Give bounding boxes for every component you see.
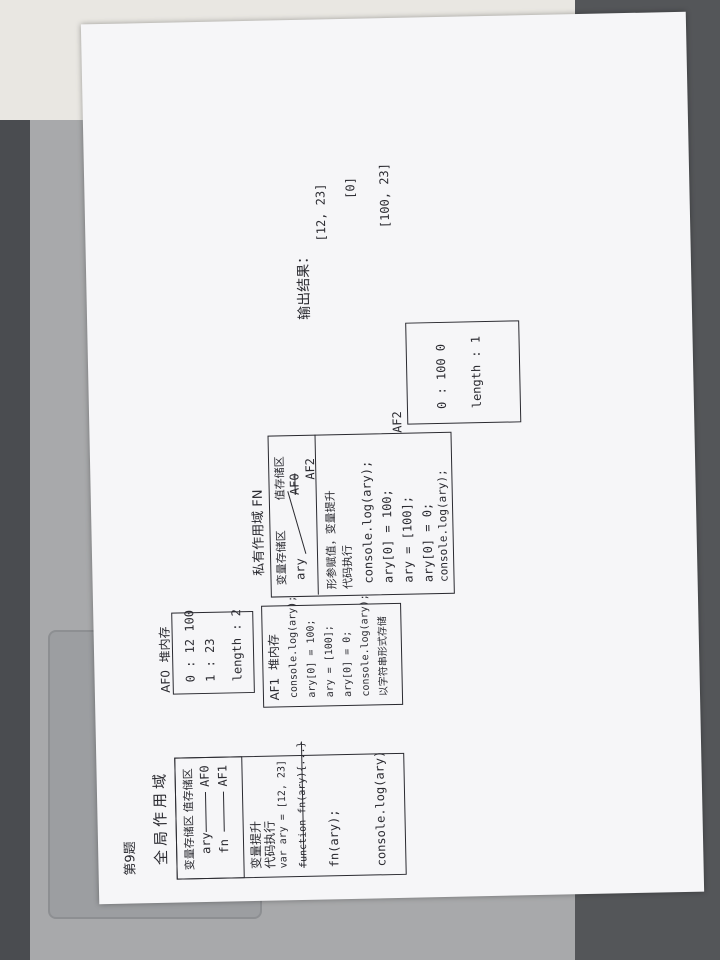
- heap-af0-entry0: 0 : 12 100: [182, 609, 198, 683]
- private-scope-heading: 私有作用域 FN: [250, 489, 268, 576]
- heap-af0-entry1: 1 : 23: [202, 638, 218, 683]
- private-param-label: 形参赋值，变量提升: [323, 490, 339, 590]
- heap-af2-entry0: 0 : 100 0: [433, 343, 449, 410]
- private-line-4: console.log(ary);: [435, 469, 451, 583]
- global-var-ary: ary: [198, 832, 214, 855]
- global-scope-heading: 全局作用域: [150, 769, 171, 866]
- heap-af2-box: [405, 320, 522, 425]
- heap-af1-line-2: ary = [100];: [323, 625, 336, 698]
- private-ref-af0: AF0: [287, 473, 302, 496]
- problem-title-text: 第9题: [122, 841, 139, 876]
- global-ref-af0: AF0: [197, 765, 212, 788]
- laptop-edge: [0, 120, 30, 960]
- paper-sheet: 第9题 全局作用域 变量存储区 值存储区 ary AF0 fn AF1 变量提升…: [80, 11, 705, 905]
- output-heading: 输出结果：: [295, 249, 314, 320]
- private-exec-label: 代码执行: [340, 544, 355, 590]
- global-var-area-label: 变量存储区: [182, 815, 197, 871]
- private-ref-af2: AF2: [302, 457, 318, 480]
- heap-af1-title: AF1 堆内存: [266, 633, 283, 701]
- global-line-call: fn(ary);: [326, 809, 342, 868]
- global-line-var-ary: var ary = [12, 23]: [276, 759, 290, 869]
- global-value-area-label: 值存储区: [181, 768, 196, 813]
- private-line-3: ary[0] = 0;: [419, 502, 436, 583]
- private-var-ary: ary: [293, 558, 308, 581]
- heap-af1-line-3: ary[0] = 0;: [341, 630, 354, 698]
- heap-af1-line-4: console.log(ary);: [358, 594, 372, 697]
- heap-af1-line-0: console.log(ary);: [286, 595, 301, 699]
- heap-af2-length: length : 1: [468, 335, 484, 409]
- private-line-0: console.log(ary);: [359, 460, 376, 584]
- problem-title: 第9题: [123, 841, 140, 876]
- global-line-log: console.log(ary): [372, 750, 389, 867]
- global-var-fn: fn: [216, 839, 232, 854]
- global-line-function: function fn(ary){...}: [295, 741, 310, 869]
- output-result-1: [0]: [343, 176, 358, 199]
- heap-af1-line-5: 以字符串形式存储: [377, 616, 390, 697]
- heap-af2-title: AF2: [390, 411, 405, 434]
- private-line-1: ary[0] = 100;: [379, 489, 396, 584]
- output-result-2: [100, 23]: [376, 162, 393, 229]
- output-result-0: [12, 23]: [313, 183, 329, 242]
- global-ref-af1: AF1: [215, 764, 230, 787]
- private-line-2: ary = [100];: [399, 495, 416, 583]
- heap-af0-length: length : 2: [229, 608, 245, 682]
- private-var-area-label: 变量存储区: [274, 530, 289, 586]
- heap-af1-line-1: ary[0] = 100;: [305, 619, 319, 698]
